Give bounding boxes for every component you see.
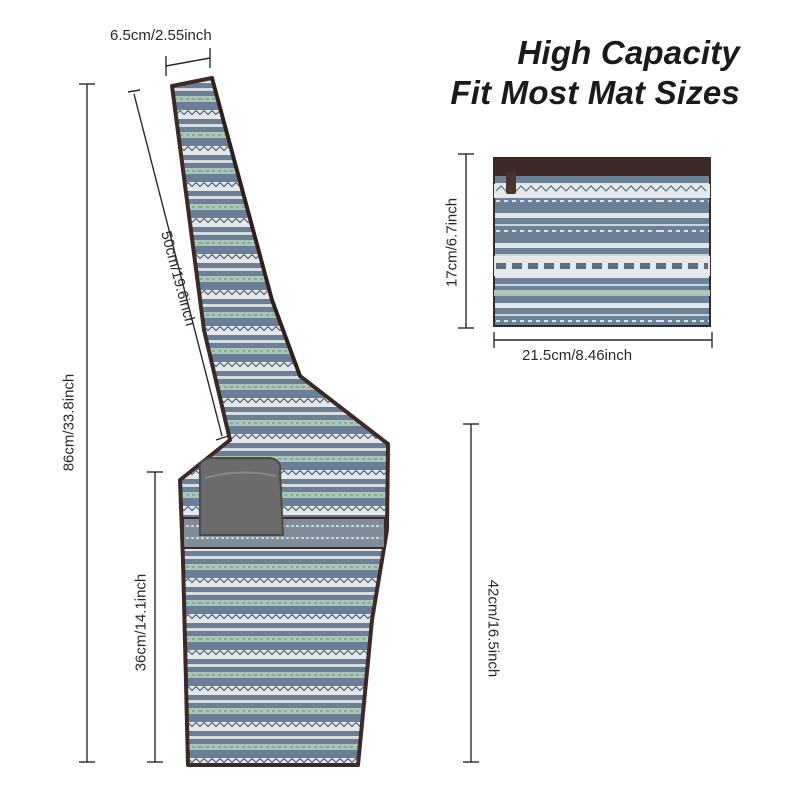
bag-body [170,76,390,767]
headline-line1: High Capacity [517,34,740,71]
total-height-label: 86cm/33.8inch [60,373,78,472]
pouch [493,157,711,327]
bag-height-label: 42cm/16.5inch [484,579,502,678]
strap-width-label: 6.5cm/2.55inch [110,27,212,44]
pouch-height-label: 17cm/6.7inch [443,197,461,288]
headline-line2: Fit Most Mat Sizes [450,74,740,111]
pouch-width-label: 21.5cm/8.46inch [522,347,633,364]
yoga-mat [198,457,285,536]
pocket-height-label: 36cm/14.1inch [132,573,150,672]
